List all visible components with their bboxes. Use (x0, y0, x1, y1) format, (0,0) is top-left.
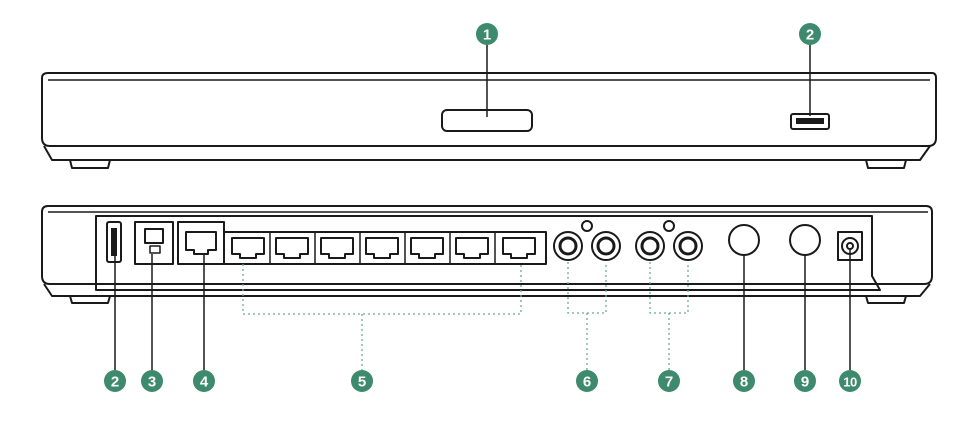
callout-2: 2 (104, 370, 126, 392)
callout-7-badge (658, 370, 680, 392)
usb-port-vertical (106, 221, 122, 263)
bottom-leaders (114, 232, 851, 370)
wan-port-jack (185, 231, 217, 255)
callout-2-top-badge (799, 23, 821, 45)
power-switch-frame (134, 221, 174, 265)
front-view (41, 72, 937, 169)
bracket-5 (242, 264, 522, 315)
callout-6-badge (576, 370, 598, 392)
callout-4-badge (193, 370, 215, 392)
callout-9-label: 9 (801, 374, 809, 391)
back-view (41, 205, 933, 304)
power-switch-rocker (144, 228, 164, 244)
bracket-7 (649, 262, 689, 314)
callout-7-label: 7 (665, 374, 673, 391)
callout-2-top-label: 2 (806, 27, 814, 44)
coax-pair-2 (635, 220, 703, 261)
dotted-brackets (242, 262, 689, 370)
lan-port-4 (365, 237, 399, 259)
lan-group-frame (223, 231, 547, 265)
callout-10: 10 (839, 370, 861, 392)
callout-2-badge (104, 370, 126, 392)
callout-7: 7 (658, 370, 680, 392)
wan-port-frame (177, 221, 225, 265)
lan-port-6 (455, 237, 489, 259)
front-usb-inner (796, 118, 824, 124)
lan-port-2 (275, 237, 309, 259)
lan-ports (231, 232, 536, 264)
callout-8: 8 (733, 370, 755, 392)
coax-screw-2 (663, 220, 675, 232)
round-port-8 (728, 224, 760, 256)
back-body (41, 205, 933, 285)
back-foot-left (69, 295, 111, 304)
callout-6-label: 6 (583, 374, 591, 391)
coax-connector-2a (635, 231, 665, 261)
coax-connector-1b-inner (596, 236, 616, 256)
callout-9-badge (794, 370, 816, 392)
callout-5: 5 (351, 370, 373, 392)
callout-3-label: 3 (148, 374, 156, 391)
coax-connector-1a-inner (558, 236, 578, 256)
callout-2-top: 2 (799, 23, 821, 45)
coax-connector-2b-inner (678, 236, 698, 256)
callout-8-label: 8 (740, 374, 748, 391)
callout-8-badge (733, 370, 755, 392)
coax-connector-2a-inner (640, 236, 660, 256)
callout-5-label: 5 (358, 374, 366, 391)
usb-port-vertical-inner (111, 228, 117, 256)
front-foot-right (865, 159, 907, 169)
callout-1-badge (476, 23, 498, 45)
lan-port-1 (231, 237, 265, 259)
coax-screw-1 (581, 220, 593, 232)
callout-1: 1 (476, 23, 498, 45)
callout-3: 3 (141, 370, 163, 392)
lan-port-5 (410, 237, 444, 259)
coax-pair-1 (553, 220, 621, 261)
lan-port-3 (320, 237, 354, 259)
back-base (43, 283, 931, 297)
callout-10-badge (839, 370, 861, 392)
callout-9: 9 (794, 370, 816, 392)
back-foot-right (865, 295, 907, 304)
dc-jack-inner (846, 242, 854, 250)
bracket-6 (567, 262, 607, 314)
port-panel (95, 215, 881, 291)
front-body (41, 72, 937, 147)
coax-connector-1a (553, 231, 583, 261)
front-foot-left (69, 159, 111, 169)
round-port-9 (789, 224, 821, 256)
coax-connector-2b (673, 231, 703, 261)
lan-port-7 (502, 237, 536, 259)
front-base (43, 145, 931, 161)
callout-4: 4 (193, 370, 215, 392)
callout-1-label: 1 (483, 27, 491, 44)
callout-5-badge (351, 370, 373, 392)
callout-6: 6 (576, 370, 598, 392)
power-switch-mark (149, 245, 161, 254)
callout-2-label: 2 (111, 374, 119, 391)
callout-3-badge (141, 370, 163, 392)
callout-4-label: 4 (200, 374, 209, 391)
callout-10-label: 10 (843, 375, 857, 390)
coax-connector-1b (591, 231, 621, 261)
